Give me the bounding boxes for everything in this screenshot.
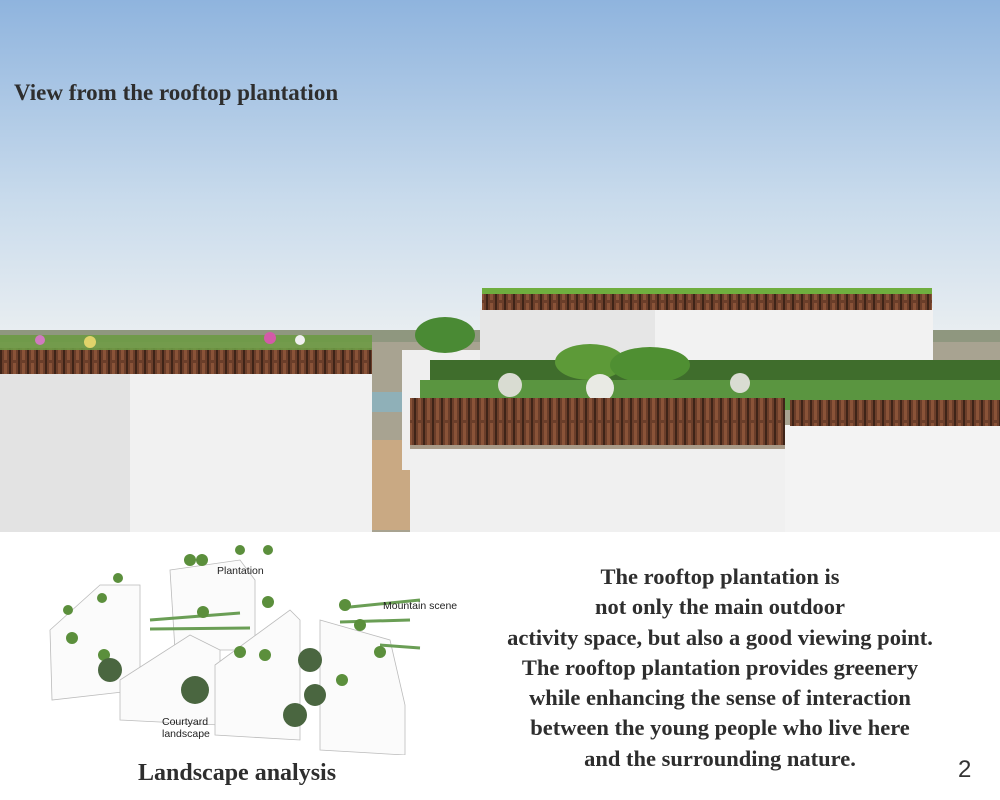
landscape-analysis-diagram: Plantation Mountain scene Courtyard land… [40, 540, 460, 756]
label-courtyard-line2: landscape [162, 728, 210, 740]
label-plantation: Plantation [217, 565, 264, 577]
page-title: View from the rooftop plantation [14, 80, 339, 105]
label-courtyard-landscape: Courtyard landscape [162, 716, 210, 740]
left-building [0, 332, 372, 532]
page-number: 2 [958, 756, 972, 783]
rooftop-rendering [0, 0, 1000, 532]
description-line: between the young people who live here [530, 715, 910, 741]
sky [0, 0, 1000, 335]
description-line: The rooftop plantation provides greenery [521, 654, 919, 680]
description-text: The rooftop plantation is not only the m… [455, 562, 985, 774]
view-arrows [149, 598, 421, 650]
front-building [410, 344, 1000, 532]
label-courtyard-line1: Courtyard [162, 716, 209, 728]
massing-diagram [49, 545, 421, 756]
description-line: The rooftop plantation is [600, 564, 840, 589]
label-mountain-scene: Mountain scene [383, 600, 458, 612]
description-line: not only the main outdoor [594, 594, 846, 620]
description-line: activity space, but also a good viewing … [507, 624, 933, 650]
trees [63, 545, 386, 727]
diagram-caption: Landscape analysis [138, 760, 337, 786]
description-line: while enhancing the sense of interaction [529, 685, 911, 711]
description-line: and the surrounding nature. [584, 745, 856, 771]
